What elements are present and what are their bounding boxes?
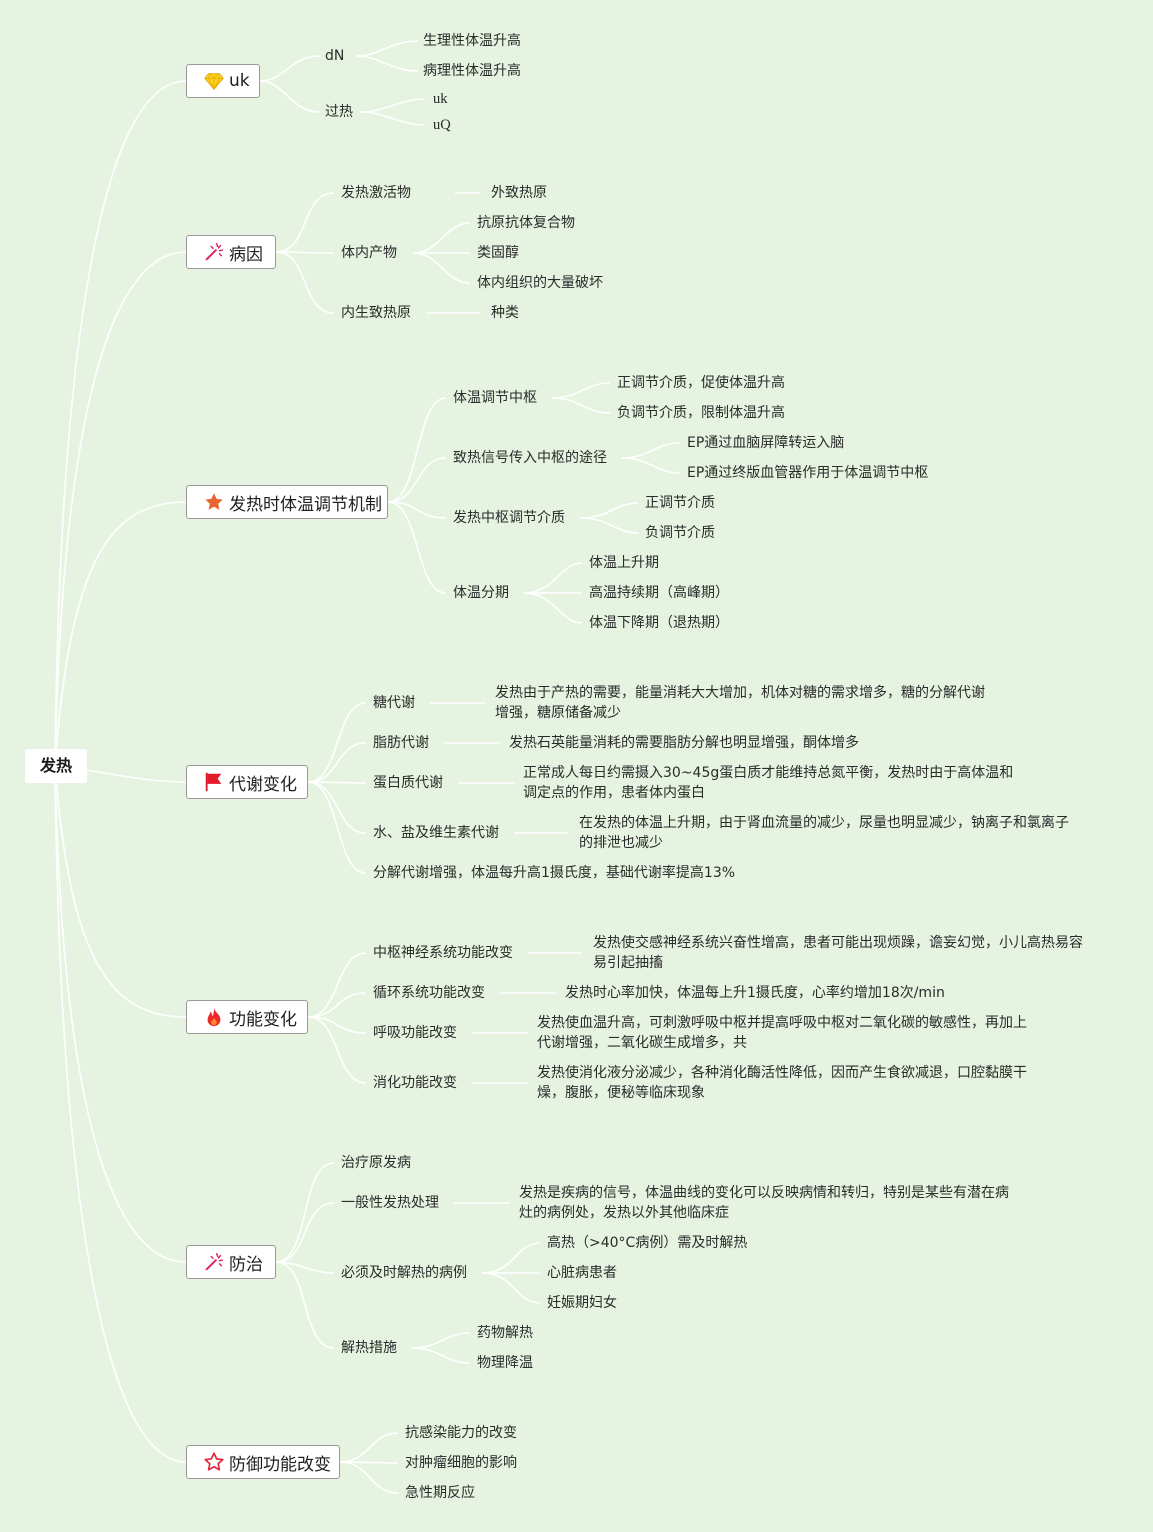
node-protein-metabolism[interactable]: 蛋白质代谢 bbox=[373, 775, 443, 791]
branch-uk[interactable]: uk bbox=[186, 64, 260, 98]
magic-wand-icon bbox=[203, 1251, 225, 1273]
node-dn[interactable]: dN bbox=[325, 48, 345, 64]
node-cns-change[interactable]: 中枢神经系统功能改变 bbox=[373, 945, 513, 961]
branch-mechanism-label: 发热时体温调节机制 bbox=[229, 494, 382, 515]
node-exogenous-pyrogen[interactable]: 外致热原 bbox=[491, 185, 547, 201]
node-temperature-stages[interactable]: 体温分期 bbox=[453, 585, 509, 601]
node-defervescence-stage[interactable]: 体温下降期（退热期） bbox=[589, 615, 729, 631]
node-protein-desc[interactable]: 正常成人每日约需摄入30~45g蛋白质才能维持总氮平衡，发热时由于高体温和调定点… bbox=[523, 765, 1014, 801]
node-general-desc[interactable]: 发热是疾病的信号，体温曲线的变化可以反映病情和转归，特别是某些有潜在病灶的病例处… bbox=[519, 1185, 1009, 1221]
node-physical-cooling[interactable]: 物理降温 bbox=[477, 1355, 533, 1371]
node-activator[interactable]: 发热激活物 bbox=[341, 185, 411, 201]
star-outline-icon bbox=[203, 1451, 225, 1473]
node-antigen-antibody[interactable]: 抗原抗体复合物 bbox=[477, 215, 575, 231]
node-tissue-destruction[interactable]: 体内组织的大量破坏 bbox=[477, 275, 603, 291]
node-overheat-uq[interactable]: uQ bbox=[433, 117, 451, 133]
branch-metabolism-label: 代谢变化 bbox=[229, 774, 297, 795]
node-central-mediator[interactable]: 发热中枢调节介质 bbox=[453, 510, 565, 526]
node-general-handling[interactable]: 一般性发热处理 bbox=[341, 1195, 439, 1211]
node-must-antipyretic[interactable]: 必须及时解热的病例 bbox=[341, 1265, 467, 1281]
node-physiological-rise[interactable]: 生理性体温升高 bbox=[423, 33, 521, 49]
fire-icon bbox=[203, 1006, 225, 1028]
node-overheat[interactable]: 过热 bbox=[325, 104, 353, 120]
node-anti-infection[interactable]: 抗感染能力的改变 bbox=[405, 1425, 517, 1441]
node-catabolism[interactable]: 分解代谢增强，体温每升高1摄氏度，基础代谢率提高13% bbox=[373, 865, 736, 881]
node-tumor-effect[interactable]: 对肿瘤细胞的影响 bbox=[405, 1455, 517, 1471]
branch-defense-label: 防御功能改变 bbox=[229, 1454, 331, 1475]
node-internal-products[interactable]: 体内产物 bbox=[341, 245, 397, 261]
node-circulation-change[interactable]: 循环系统功能改变 bbox=[373, 985, 485, 1001]
branch-cause[interactable]: 病因 bbox=[186, 235, 276, 269]
node-pathological-rise[interactable]: 病理性体温升高 bbox=[423, 63, 521, 79]
node-digestion-change[interactable]: 消化功能改变 bbox=[373, 1075, 457, 1091]
node-treat-primary[interactable]: 治疗原发病 bbox=[341, 1155, 411, 1171]
branch-uk-label: uk bbox=[229, 71, 250, 91]
node-sugar-metabolism[interactable]: 糖代谢 bbox=[373, 695, 415, 711]
node-digestion-desc[interactable]: 发热使消化液分泌减少，各种消化酶活性降低，因而产生食欲减退，口腔黏膜干燥，腹胀，… bbox=[537, 1065, 1027, 1101]
node-plateau-stage[interactable]: 高温持续期（高峰期） bbox=[589, 585, 729, 601]
node-ep-ovlt[interactable]: EP通过终版血管器作用于体温调节中枢 bbox=[687, 465, 929, 481]
branch-prevention-label: 防治 bbox=[229, 1254, 263, 1275]
gem-icon bbox=[203, 70, 225, 92]
node-sugar-desc[interactable]: 发热由于产热的需要，能量消耗大大增加，机体对糖的需求增多，糖的分解代谢增强，糖原… bbox=[495, 685, 985, 721]
node-regulation-center[interactable]: 体温调节中枢 bbox=[453, 390, 537, 406]
branch-metabolism[interactable]: 代谢变化 bbox=[186, 765, 308, 799]
node-circulation-desc[interactable]: 发热时心率加快，体温每上升1摄氏度，心率约增加18次/min bbox=[565, 985, 945, 1001]
branch-prevention[interactable]: 防治 bbox=[186, 1245, 276, 1279]
node-types[interactable]: 种类 bbox=[491, 305, 519, 321]
node-drug-antipyretic[interactable]: 药物解热 bbox=[477, 1325, 533, 1341]
node-signal-pathway[interactable]: 致热信号传入中枢的途径 bbox=[453, 450, 607, 466]
branch-function-label: 功能变化 bbox=[229, 1009, 297, 1030]
magic-wand-icon bbox=[203, 241, 225, 263]
node-steroid[interactable]: 类固醇 bbox=[477, 245, 519, 261]
branch-defense[interactable]: 防御功能改变 bbox=[186, 1445, 340, 1479]
star-icon bbox=[203, 491, 225, 513]
node-respiration-desc[interactable]: 发热使血温升高，可刺激呼吸中枢并提高呼吸中枢对二氧化碳的敏感性，再加上代谢增强，… bbox=[537, 1015, 1027, 1051]
branch-cause-label: 病因 bbox=[229, 244, 263, 265]
node-overheat-uk[interactable]: uk bbox=[433, 91, 448, 107]
node-antipyretic-measures[interactable]: 解热措施 bbox=[341, 1340, 397, 1356]
node-acute-phase[interactable]: 急性期反应 bbox=[405, 1485, 475, 1501]
node-ep-bbb[interactable]: EP通过血脑屏障转运入脑 bbox=[687, 435, 845, 451]
node-heart-disease[interactable]: 心脏病患者 bbox=[547, 1265, 617, 1281]
branch-function[interactable]: 功能变化 bbox=[186, 1000, 308, 1034]
node-high-fever[interactable]: 高热（>40°C病例）需及时解热 bbox=[547, 1235, 748, 1251]
root-topic[interactable]: 发热 bbox=[25, 749, 87, 783]
node-endogenous-pyrogen[interactable]: 内生致热原 bbox=[341, 305, 411, 321]
node-pregnancy[interactable]: 妊娠期妇女 bbox=[547, 1295, 617, 1311]
node-positive-mediator[interactable]: 正调节介质 bbox=[645, 495, 715, 511]
node-fat-desc[interactable]: 发热石英能量消耗的需要脂肪分解也明显增强，酮体增多 bbox=[509, 735, 859, 751]
node-respiration-change[interactable]: 呼吸功能改变 bbox=[373, 1025, 457, 1041]
node-negative-mediator-limit[interactable]: 负调节介质，限制体温升高 bbox=[617, 405, 785, 421]
node-positive-mediator-raise[interactable]: 正调节介质，促使体温升高 bbox=[617, 375, 785, 391]
flag-icon bbox=[203, 771, 225, 793]
node-fat-metabolism[interactable]: 脂肪代谢 bbox=[373, 735, 429, 751]
node-cns-desc[interactable]: 发热使交感神经系统兴奋性增高，患者可能出现烦躁，谵妄幻觉，小儿高热易容易引起抽搐 bbox=[593, 935, 1083, 971]
branch-mechanism[interactable]: 发热时体温调节机制 bbox=[186, 485, 388, 519]
node-water-salt-vitamin[interactable]: 水、盐及维生素代谢 bbox=[373, 825, 499, 841]
node-water-desc[interactable]: 在发热的体温上升期，由于肾血流量的减少，尿量也明显减少，钠离子和氯离子的排泄也减… bbox=[579, 815, 1069, 851]
node-rising-stage[interactable]: 体温上升期 bbox=[589, 555, 659, 571]
node-negative-mediator[interactable]: 负调节介质 bbox=[645, 525, 715, 541]
